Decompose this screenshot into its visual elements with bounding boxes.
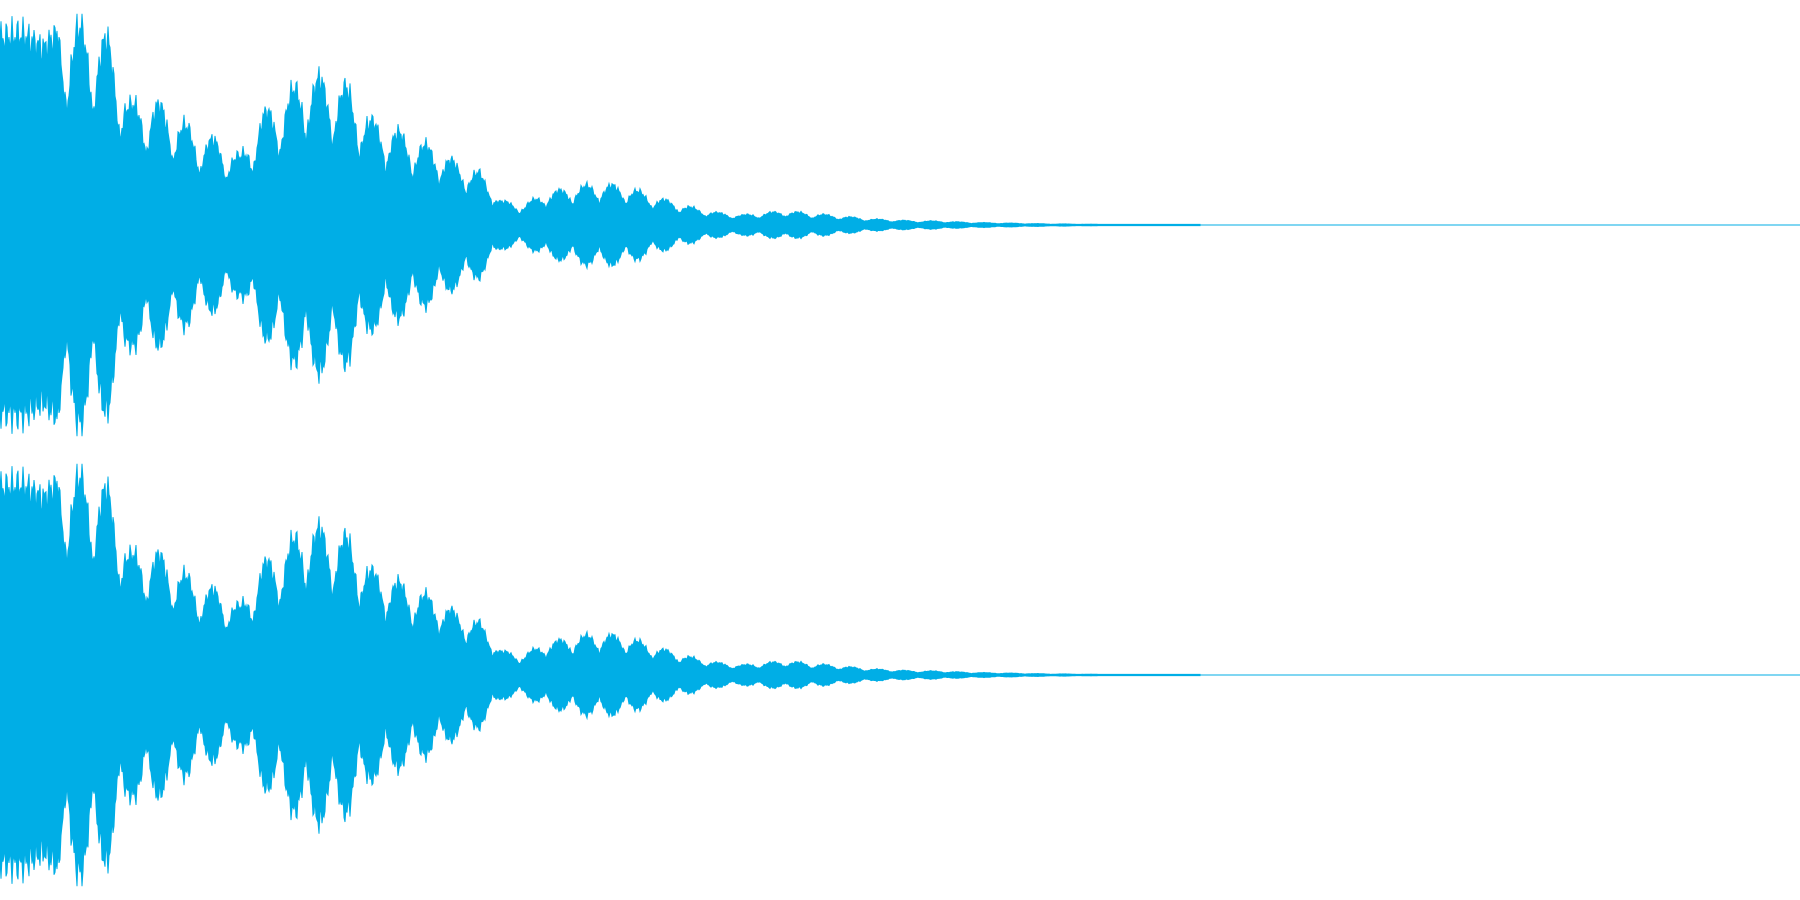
channel-left-waveform — [0, 13, 1800, 437]
channel-right-waveform — [0, 463, 1800, 887]
